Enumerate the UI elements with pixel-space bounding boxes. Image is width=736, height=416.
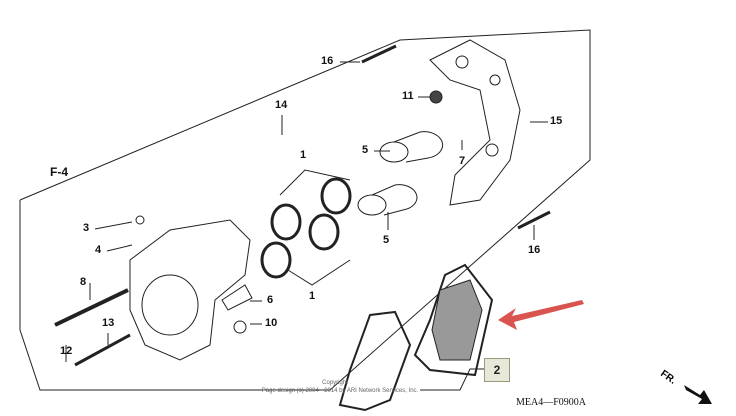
callout-10: 10 bbox=[265, 317, 278, 329]
callout-1-top: 1 bbox=[300, 149, 307, 161]
callout-16-top: 16 bbox=[321, 55, 334, 67]
copyright-title: Copyright bbox=[322, 380, 348, 386]
callout-11: 11 bbox=[402, 90, 414, 102]
copyright-text: Page design (c) 2004 - 2014 by ARI Netwo… bbox=[261, 388, 419, 394]
callout-1-bottom: 1 bbox=[309, 290, 316, 302]
diagram-code: MEA4—F0900A bbox=[516, 397, 587, 408]
callout-2-highlighted[interactable]: 2 bbox=[484, 358, 510, 382]
caliper-body bbox=[129, 219, 251, 361]
front-arrow-icon bbox=[684, 385, 712, 404]
brake-pad-inner bbox=[338, 310, 412, 412]
callout-15: 15 bbox=[550, 115, 563, 127]
callout-7: 7 bbox=[459, 155, 466, 167]
callout-4: 4 bbox=[95, 244, 102, 256]
callout-3: 3 bbox=[83, 222, 90, 234]
brake-pad-outer bbox=[413, 263, 494, 377]
pointer-arrow bbox=[498, 300, 584, 330]
callout-6: 6 bbox=[267, 294, 274, 306]
callout-16-bottom: 16 bbox=[528, 244, 541, 256]
callout-8: 8 bbox=[80, 276, 87, 288]
reference-f4[interactable]: F-4 bbox=[50, 165, 68, 179]
callout-12: 12 bbox=[60, 345, 73, 357]
callout-14: 14 bbox=[275, 99, 288, 111]
assembly-outline bbox=[19, 29, 591, 391]
caliper-bracket bbox=[429, 39, 521, 206]
callout-5-top: 5 bbox=[362, 144, 369, 156]
callout-5-bottom: 5 bbox=[383, 234, 390, 246]
callout-13: 13 bbox=[102, 317, 115, 329]
